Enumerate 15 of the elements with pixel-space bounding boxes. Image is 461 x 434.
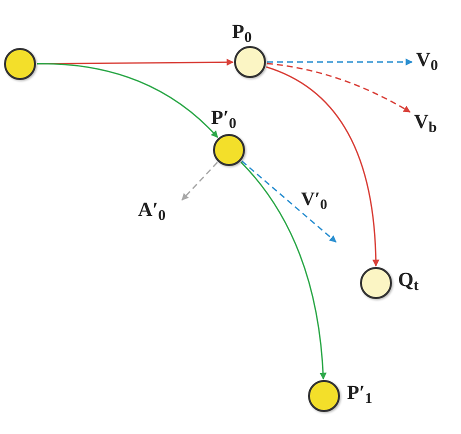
arrow — [266, 62, 411, 113]
arrow — [267, 58, 413, 66]
edge-label: V′$_{0}$ — [300, 190, 328, 209]
point-label: P$_{0}$ — [232, 22, 252, 42]
arrow — [241, 160, 337, 243]
vector-label: A′$_{0}$ — [138, 200, 166, 220]
arrow — [266, 66, 380, 267]
arrow — [37, 63, 218, 138]
arrow — [240, 162, 326, 380]
arrow — [181, 162, 218, 200]
vector-label: V$_{0}$ — [416, 50, 438, 70]
point-label: P′$_{0}$ — [211, 108, 236, 128]
point-label: P′$_{1}$ — [347, 383, 372, 403]
vector-label: V$_{b}$ — [414, 112, 437, 132]
point-label: Q$_{t}$ — [398, 270, 419, 290]
